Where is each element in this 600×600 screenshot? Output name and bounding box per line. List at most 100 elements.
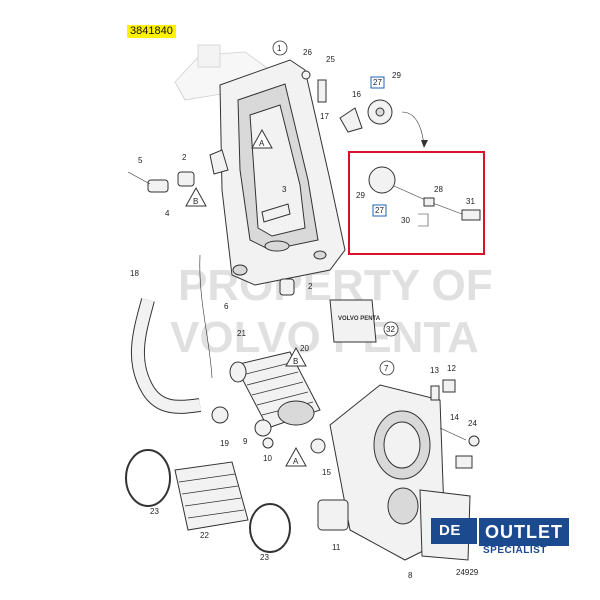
callout-28: 28 [434, 185, 443, 194]
callout-11: 11 [332, 543, 341, 552]
badge-de-text: DE [439, 522, 461, 539]
callout-31: 31 [466, 197, 475, 206]
svg-text:21: 21 [237, 329, 246, 338]
svg-text:1: 1 [277, 44, 282, 53]
clip-30 [418, 213, 429, 227]
svg-text:9: 9 [243, 437, 248, 446]
svg-text:6: 6 [224, 302, 229, 311]
kit-box-label: VOLVO PENTA [338, 316, 381, 322]
gasket-kit-box: VOLVO PENTA [329, 299, 381, 343]
svg-text:8: 8 [408, 571, 413, 580]
bellows-20 [234, 351, 321, 429]
svg-text:A: A [259, 139, 265, 148]
callout-16: 16 [352, 90, 361, 99]
svg-text:2: 2 [308, 282, 313, 291]
stud-12 [442, 379, 456, 393]
callout-17: 17 [320, 112, 329, 121]
callout-30: 30 [401, 216, 410, 225]
callout-4: 4 [165, 209, 170, 218]
callout-23-left: 23 [150, 507, 159, 516]
callout-24: 24 [468, 419, 477, 428]
watermark-line-2: VOLVO PENTA [170, 313, 479, 362]
svg-text:10: 10 [263, 454, 272, 463]
de-outlet-specialist-badge: DE OUTLET SPECIALIST [431, 516, 571, 560]
svg-text:14: 14 [450, 413, 459, 422]
svg-text:23: 23 [150, 507, 159, 516]
badge-outlet-text: OUTLET [477, 516, 571, 548]
callout-2-upper: 2 [182, 153, 187, 162]
callout-25: 25 [326, 55, 335, 64]
callout-26: 26 [303, 48, 312, 57]
clamp-19 [211, 406, 229, 424]
callout-1: 1 [272, 40, 288, 56]
svg-text:32: 32 [386, 325, 395, 334]
svg-text:24: 24 [468, 419, 477, 428]
svg-text:31: 31 [466, 197, 475, 206]
badge-specialist-text: SPECIALIST [483, 545, 547, 556]
screw-25 [317, 79, 327, 103]
svg-text:B: B [193, 197, 198, 206]
hose-clamp-23-right [249, 503, 291, 553]
bushing-lower [279, 278, 295, 296]
callout-23-right: 23 [260, 553, 269, 562]
detail-pointer [401, 111, 425, 146]
svg-text:17: 17 [320, 112, 329, 121]
svg-text:27: 27 [373, 78, 382, 87]
detail-frame [348, 151, 485, 255]
callout-15: 15 [322, 468, 331, 477]
washer-26 [301, 70, 311, 80]
bracket-16 [339, 107, 363, 133]
warning-triangle-b-1: B [185, 186, 207, 207]
reference-code-highlight: 3841840 [127, 25, 176, 38]
callout-8: 8 [408, 571, 413, 580]
callout-14: 14 [450, 413, 459, 422]
svg-text:12: 12 [447, 364, 456, 373]
callout-27-detail: 27 [372, 204, 387, 217]
bolt-14 [439, 427, 467, 441]
callout-3: 3 [282, 185, 287, 194]
exhaust-bellows-22 [174, 461, 249, 531]
svg-text:20: 20 [300, 344, 309, 353]
callout-27-top: 27 [370, 76, 385, 89]
svg-text:29: 29 [356, 191, 365, 200]
svg-text:A: A [293, 457, 299, 466]
clamp-9 [254, 419, 272, 437]
svg-text:5: 5 [138, 156, 143, 165]
plug-10 [262, 437, 274, 449]
callout-29-detail: 29 [356, 191, 365, 200]
washer-15 [310, 438, 326, 454]
nut-24 [468, 435, 480, 447]
svg-text:11: 11 [332, 543, 341, 552]
svg-text:3: 3 [282, 185, 287, 194]
svg-text:26: 26 [303, 48, 312, 57]
warning-triangle-a-1: A [251, 128, 273, 149]
connector-31 [461, 209, 481, 221]
callout-10: 10 [263, 454, 272, 463]
svg-text:2: 2 [182, 153, 187, 162]
svg-text:25: 25 [326, 55, 335, 64]
bushing-upper [177, 171, 195, 187]
callout-22: 22 [200, 531, 209, 540]
svg-text:18: 18 [130, 269, 139, 278]
callout-13: 13 [430, 366, 439, 375]
svg-text:23: 23 [260, 553, 269, 562]
hose-clamp-23-left [125, 449, 171, 507]
callout-19: 19 [220, 439, 229, 448]
warning-triangle-a-2: A [285, 446, 307, 467]
svg-text:29: 29 [392, 71, 401, 80]
warning-triangle-b-2: B [285, 346, 307, 367]
callout-5: 5 [138, 156, 143, 165]
callout-20: 20 [300, 344, 309, 353]
svg-text:4: 4 [165, 209, 170, 218]
callout-9: 9 [243, 437, 248, 446]
svg-text:15: 15 [322, 468, 331, 477]
clamp-21 [229, 361, 247, 383]
callout-32: 32 [383, 321, 399, 337]
callout-2-lower: 2 [308, 282, 313, 291]
gasket-11 [317, 499, 349, 531]
svg-text:7: 7 [384, 364, 389, 373]
diagram-number: 24929 [456, 568, 479, 577]
callout-7: 7 [379, 360, 395, 376]
svg-text:30: 30 [401, 216, 410, 225]
